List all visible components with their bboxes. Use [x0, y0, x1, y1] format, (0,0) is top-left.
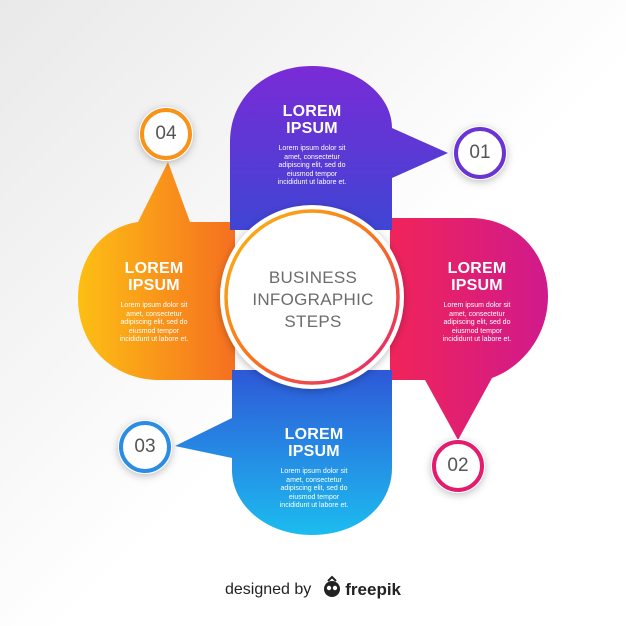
badge-04: [139, 107, 193, 161]
credit-prefix: designed by: [224, 581, 312, 598]
step-03-text: LOREM IPSUM Lorem ipsum dolor sit amet, …: [254, 426, 374, 511]
step-01-title: LOREM IPSUM: [282, 103, 342, 137]
step-03-title: LOREM IPSUM: [284, 426, 344, 460]
step-03-shape: [175, 370, 392, 535]
step-03-description: Lorem ipsum dolor sit amet, consectetur …: [279, 468, 349, 510]
center-title: BUSINESS INFOGRAPHIC STEPS: [252, 268, 374, 331]
step-01-shape: [230, 66, 448, 230]
step-02-shape: [390, 218, 548, 440]
step-04-title: LOREM IPSUM: [124, 260, 184, 294]
badge-03: [118, 420, 172, 474]
badge-01-number: 01: [469, 142, 491, 163]
step-02-description: Lorem ipsum dolor sit amet, consectetur …: [442, 302, 512, 344]
step-02-text: LOREM IPSUM Lorem ipsum dolor sit amet, …: [417, 260, 537, 345]
step-01-text: LOREM IPSUM Lorem ipsum dolor sit amet, …: [252, 103, 372, 188]
credit-line: designed by freepik: [0, 578, 626, 602]
freepik-logo-icon: [324, 575, 340, 597]
badge-01: [453, 126, 507, 180]
step-01-description: Lorem ipsum dolor sit amet, consectetur …: [277, 145, 347, 187]
step-02-title: LOREM IPSUM: [447, 260, 507, 294]
step-04-text: LOREM IPSUM Lorem ipsum dolor sit amet, …: [94, 260, 214, 345]
badge-04-number: 04: [155, 123, 177, 144]
badge-02: [431, 439, 485, 493]
credit-brand: freepik: [345, 580, 402, 599]
center-circle: [220, 205, 404, 389]
step-04-description: Lorem ipsum dolor sit amet, consectetur …: [119, 302, 189, 344]
badge-02-number: 02: [447, 455, 469, 476]
badge-03-number: 03: [134, 436, 156, 457]
step-04-shape: [78, 162, 235, 380]
